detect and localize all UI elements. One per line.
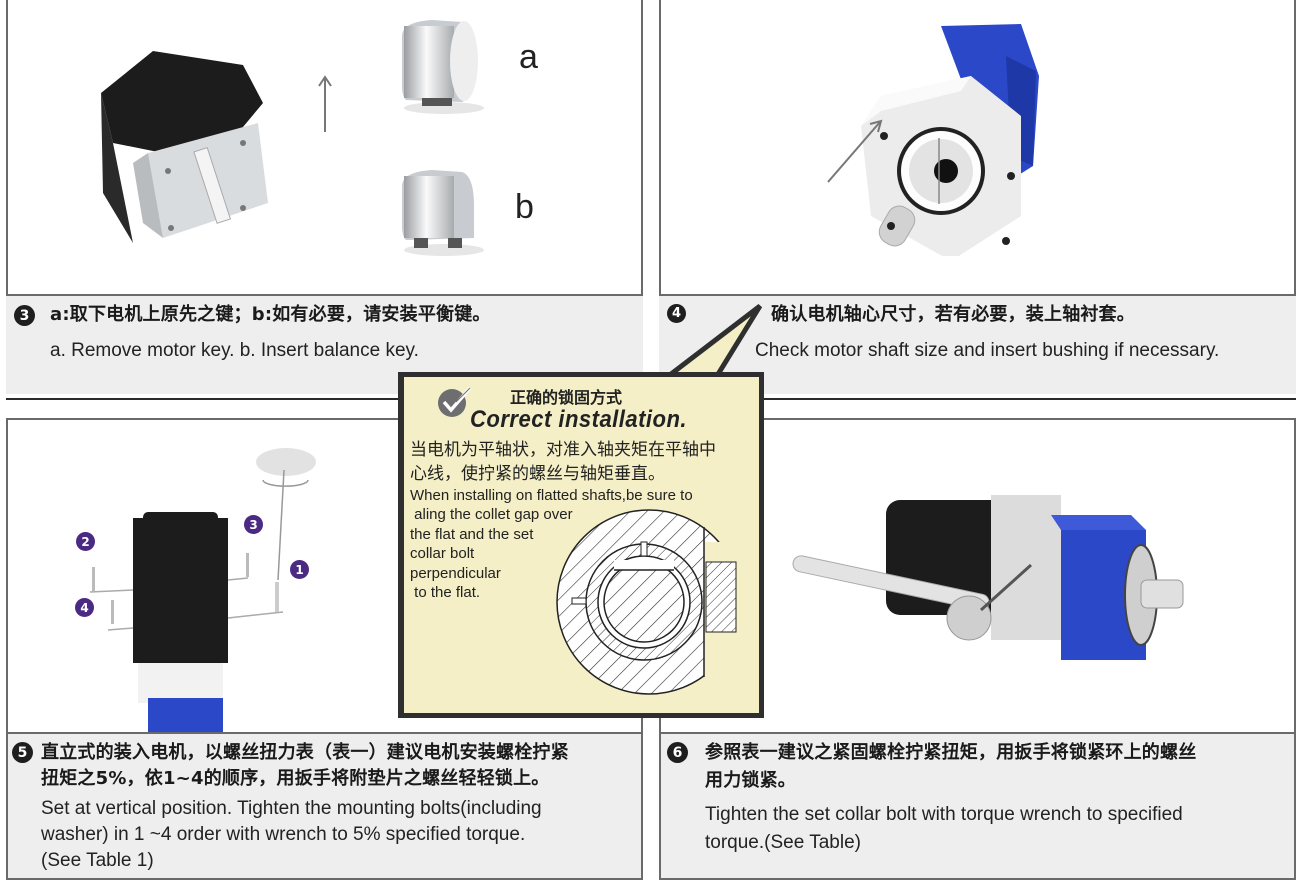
step-number-badge: 6 bbox=[667, 742, 688, 763]
step-4-caption: 4 确认电机轴心尺寸，若有必要，装上轴衬套。 Check motor shaft… bbox=[659, 296, 1296, 394]
collet-cross-section-diagram bbox=[556, 509, 744, 695]
step-5-title-cn-line1: 直立式的装入电机，以螺丝扭力表（表一）建议电机安装螺栓拧紧 bbox=[41, 742, 569, 763]
callout-body-en-line: the flat and the set bbox=[410, 526, 534, 543]
step-3-caption: 3 a:取下电机上原先之键；b:如有必要，请安装平衡键。 a. Remove m… bbox=[6, 296, 643, 394]
bolt-order-1: 1 bbox=[290, 560, 309, 579]
bolt-order-4: 4 bbox=[75, 598, 94, 617]
key-label-b: b bbox=[515, 188, 534, 226]
step-5-caption: 5 直立式的装入电机，以螺丝扭力表（表一）建议电机安装螺栓拧紧 扭矩之5%，依1… bbox=[6, 732, 643, 880]
correct-installation-callout: 正确的锁固方式 Correct installation. 当电机为平轴状，对准… bbox=[398, 372, 764, 718]
step-number-badge: 3 bbox=[14, 305, 35, 326]
step-6-title-cn-line1: 参照表一建议之紧固螺栓拧紧扭矩，用扳手将锁紧环上的螺丝 bbox=[705, 742, 1197, 763]
callout-body-cn-line2: 心线，使拧紧的螺丝与轴矩垂直。 bbox=[410, 464, 665, 484]
step-4-title-cn: 确认电机轴心尺寸，若有必要，装上轴衬套。 bbox=[771, 304, 1135, 325]
callout-body-en-line: to the flat. bbox=[410, 584, 481, 601]
callout-body-en-line: When installing on flatted shafts,be sur… bbox=[410, 487, 693, 504]
gearbox-front-illustration bbox=[861, 24, 1039, 256]
callout-body-en-line: aling the collet gap over bbox=[410, 506, 573, 523]
callout-body-en-line: collar bolt bbox=[410, 545, 475, 562]
step-3-text-en: a. Remove motor key. b. Insert balance k… bbox=[50, 340, 419, 361]
step-5-text-en-line1: Set at vertical position. Tighten the mo… bbox=[41, 798, 542, 819]
motor-with-torque-wrench-illustration bbox=[792, 495, 1184, 660]
callout-title-cn: 正确的锁固方式 bbox=[510, 388, 623, 407]
step-6-text-en-line1: Tighten the set collar bolt with torque … bbox=[705, 804, 1183, 825]
step-5-text-en-line2: washer) in 1 ~4 order with wrench to 5% … bbox=[41, 824, 526, 845]
step-6-text-en-line2: torque.(See Table) bbox=[705, 832, 861, 853]
balance-key-b bbox=[402, 170, 484, 256]
motor-key-a bbox=[402, 20, 484, 114]
pointer-arrow-icon bbox=[827, 119, 883, 183]
callout-body-cn-line1: 当电机为平轴状，对准入轴夹矩在平轴中 bbox=[410, 440, 716, 460]
step-6-caption: 6 参照表一建议之紧固螺栓拧紧扭矩，用扳手将锁紧环上的螺丝 用力锁紧。 Tigh… bbox=[659, 732, 1296, 880]
step-5-text-en-line3: (See Table 1) bbox=[41, 850, 154, 871]
step-number-badge: 4 bbox=[667, 304, 686, 323]
step-5-title-cn-line2: 扭矩之5%，依1~4的顺序，用扳手将附垫片之螺丝轻轻锁上。 bbox=[41, 768, 550, 789]
bolt-order-2: 2 bbox=[76, 532, 95, 551]
divider bbox=[764, 398, 1296, 400]
motor-illustration bbox=[101, 51, 268, 243]
divider bbox=[6, 398, 398, 400]
step-3-title-cn: a:取下电机上原先之键；b:如有必要，请安装平衡键。 bbox=[50, 304, 491, 325]
step-4-text-en: Check motor shaft size and insert bushin… bbox=[755, 340, 1220, 361]
step-4-image bbox=[659, 0, 1296, 296]
step-3-image: a b bbox=[6, 0, 643, 296]
key-label-a: a bbox=[519, 38, 538, 76]
callout-body-en-line: perpendicular bbox=[410, 565, 501, 582]
step-6-title-cn-line2: 用力锁紧。 bbox=[705, 770, 796, 791]
bolt-order-3: 3 bbox=[244, 515, 263, 534]
up-arrow-icon bbox=[318, 75, 332, 132]
check-icon bbox=[438, 386, 472, 417]
callout-title-en: Correct installation. bbox=[470, 406, 688, 433]
vertical-motor-illustration bbox=[89, 448, 316, 732]
step-6-image bbox=[659, 418, 1296, 734]
step-number-badge: 5 bbox=[12, 742, 33, 763]
